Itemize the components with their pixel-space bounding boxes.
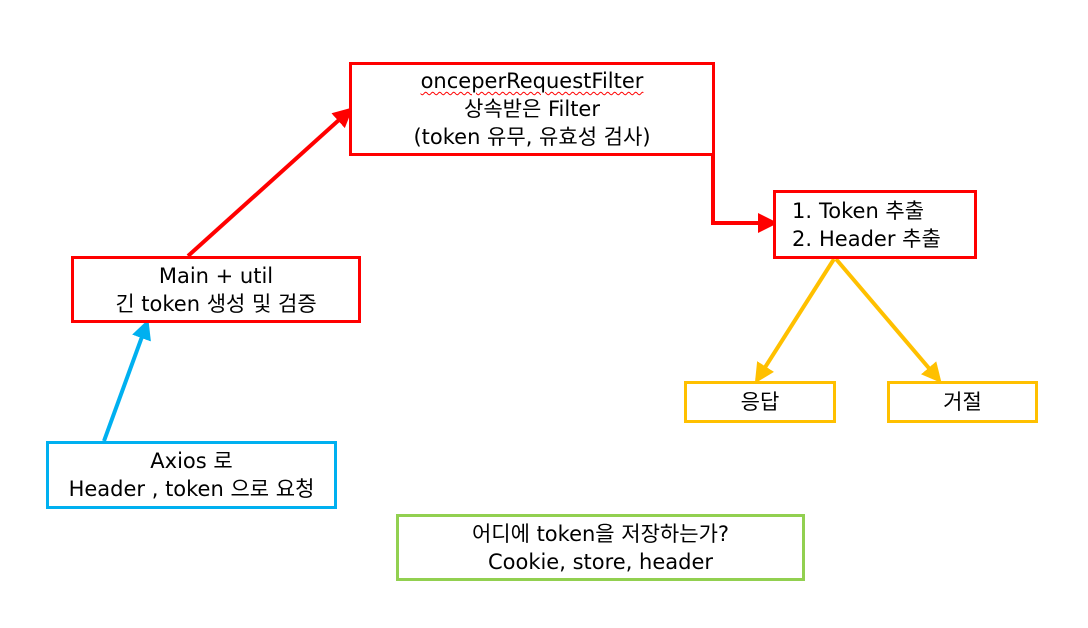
main-util-line2: 긴 token 생성 및 검증	[115, 291, 317, 316]
extract-item-number: 1.	[791, 198, 813, 223]
response-box: 응답	[684, 381, 836, 423]
reject-box: 거절	[887, 381, 1038, 423]
axios-box: Axios 로 Header , token 으로 요청	[46, 441, 337, 509]
filter-box-line2: 상속받은 Filter	[464, 97, 600, 121]
filter-box: onceperRequestFilter 상속받은 Filter (token …	[349, 62, 715, 156]
extract-box: 1. Token 추출 2. Header 추출	[773, 190, 977, 259]
reject-label: 거절	[943, 390, 982, 414]
question-line1: 어디에 token을 저장하는가?	[471, 521, 730, 546]
arrow-main-to-filter	[186, 107, 353, 258]
arrow-filter-to-extract	[711, 155, 778, 233]
axios-line2: Header , token 으로 요청	[68, 477, 315, 501]
response-label: 응답	[740, 390, 780, 414]
extract-item: 1. Token 추출	[785, 197, 924, 225]
arrow-extract-to-response	[754, 257, 836, 384]
question-box: 어디에 token을 저장하는가? Cookie, store, header	[396, 514, 805, 581]
main-util-box: Main + util 긴 token 생성 및 검증	[71, 256, 361, 323]
arrow-extract-to-reject	[834, 257, 942, 384]
extract-item-label: Header 추출	[819, 226, 941, 251]
filter-box-title: onceperRequestFilter	[420, 69, 644, 93]
question-line2: Cookie, store, header	[487, 549, 714, 574]
extract-item-number: 2.	[791, 226, 813, 251]
extract-item: 2. Header 추출	[785, 225, 941, 253]
filter-box-line3: (token 유무, 유효성 검사)	[413, 125, 651, 149]
axios-line1: Axios 로	[150, 449, 233, 473]
main-util-line1: Main + util	[158, 263, 274, 288]
arrow-axios-to-main	[102, 319, 151, 442]
extract-item-label: Token 추출	[819, 198, 925, 223]
